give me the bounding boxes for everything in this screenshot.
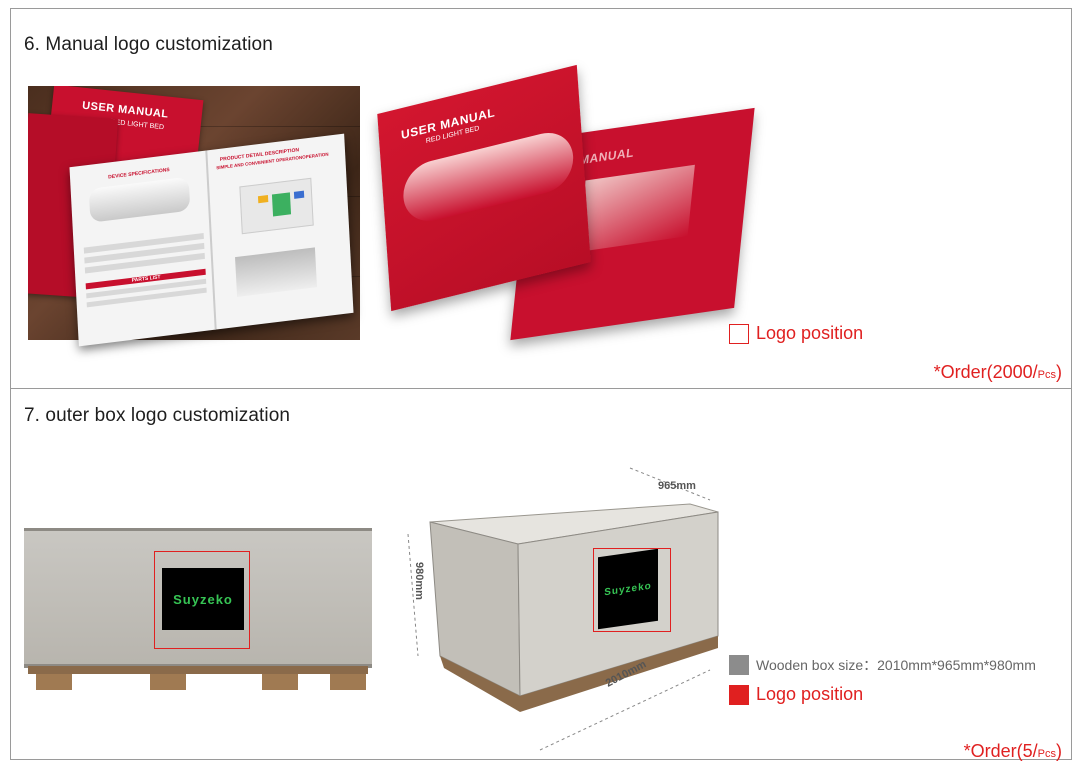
cover-sub-text: RED LIGHT BED xyxy=(110,118,165,132)
legend-box-size: Wooden box size：2010mm*965mm*980mm xyxy=(729,655,1036,675)
front-logo-panel: Suyzeko xyxy=(162,568,244,630)
brand-logo-text: Suyzeko xyxy=(173,591,233,607)
pallet xyxy=(28,666,368,674)
crate-perspective-view xyxy=(407,467,719,751)
order-unit-7: Pcs xyxy=(1037,748,1056,760)
legend-logo-label-7: Logo position xyxy=(756,684,864,704)
legend-logo-position-6: Logo position xyxy=(729,323,863,344)
side-logo-position-box xyxy=(593,548,671,632)
box-size-swatch xyxy=(729,655,749,675)
order-unit: Pcs xyxy=(1037,369,1056,381)
order-suffix-7: ) xyxy=(1056,741,1062,761)
order-note-7: *Order(5/Pcs) xyxy=(964,741,1062,762)
order-prefix-7: *Order(5/ xyxy=(963,741,1038,761)
bed-interior-image xyxy=(235,247,317,297)
device-image xyxy=(88,176,191,223)
dim-height: 980mm xyxy=(412,562,425,600)
open-manual: DEVICE SPECIFICATIONS PARTS LIST PRODUCT… xyxy=(69,133,354,347)
parts-heading: PARTS LIST xyxy=(131,274,161,284)
section-7-title: 7. outer box logo customization xyxy=(24,405,291,426)
legend-size-label: Wooden box size：2010mm*965mm*980mm xyxy=(756,657,1036,673)
legend-logo-label: Logo position xyxy=(756,323,864,343)
page-frame xyxy=(10,8,1072,760)
order-suffix: ) xyxy=(1056,362,1062,382)
spec-heading: DEVICE SPECIFICATIONS xyxy=(108,167,170,181)
logo-position-swatch xyxy=(729,323,749,344)
order-prefix: *Order(2000/ xyxy=(933,362,1038,382)
front-logo-position-box xyxy=(154,551,250,649)
section-divider xyxy=(10,388,1072,389)
order-note-6: *Order(2000/Pcs) xyxy=(934,362,1062,383)
dim-depth: 965mm xyxy=(658,480,696,492)
section-6-title: 6. Manual logo customization xyxy=(24,34,273,55)
legend-logo-position-7: Logo position xyxy=(729,684,863,705)
logo-position-swatch-filled xyxy=(729,684,749,705)
